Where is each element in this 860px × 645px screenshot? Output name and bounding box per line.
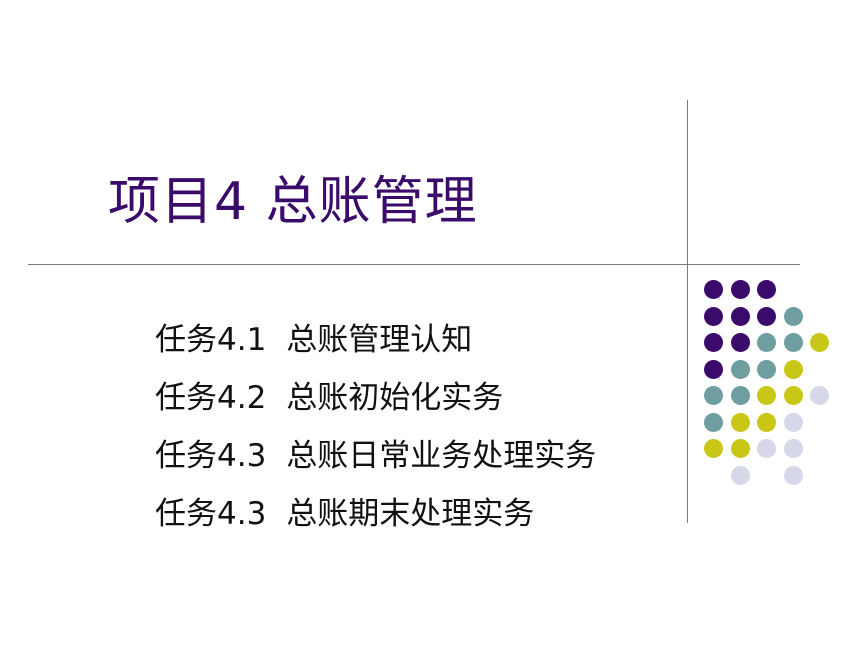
vertical-divider bbox=[687, 100, 688, 523]
task-item: 任务4.2 总账初始化实务 bbox=[155, 374, 596, 432]
decorative-dot bbox=[757, 306, 776, 326]
decorative-dot-grid bbox=[704, 280, 834, 490]
decorative-dot bbox=[704, 359, 723, 379]
decorative-dot bbox=[730, 280, 750, 299]
decorative-dot bbox=[783, 439, 803, 458]
slide-title: 项目4 总账管理 bbox=[108, 172, 478, 232]
task-name: 总账期末处理实务 bbox=[286, 496, 535, 532]
task-number: 任务4.1 bbox=[155, 322, 267, 358]
decorative-dot bbox=[783, 412, 803, 432]
task-item: 任务4.3 总账期末处理实务 bbox=[155, 490, 596, 548]
decorative-dot bbox=[757, 412, 776, 432]
task-name: 总账初始化实务 bbox=[286, 380, 504, 416]
decorative-dot bbox=[730, 359, 750, 379]
decorative-dot bbox=[730, 412, 750, 432]
decorative-dot bbox=[730, 306, 750, 326]
decorative-dot bbox=[730, 465, 750, 485]
decorative-dot bbox=[810, 333, 829, 352]
decorative-dot bbox=[757, 439, 776, 458]
decorative-dot bbox=[704, 280, 723, 299]
decorative-dot bbox=[704, 386, 723, 405]
decorative-dot bbox=[730, 333, 750, 352]
task-number: 任务4.3 bbox=[155, 438, 267, 474]
decorative-dot bbox=[783, 306, 803, 326]
task-number: 任务4.2 bbox=[155, 380, 267, 416]
horizontal-divider bbox=[28, 264, 800, 265]
decorative-dot bbox=[810, 386, 829, 405]
decorative-dot bbox=[757, 280, 776, 299]
decorative-dot bbox=[730, 386, 750, 405]
decorative-dot bbox=[783, 386, 803, 405]
decorative-dot bbox=[783, 333, 803, 352]
task-name: 总账日常业务处理实务 bbox=[286, 438, 597, 474]
decorative-dot bbox=[704, 412, 723, 432]
task-name: 总账管理认知 bbox=[286, 322, 473, 358]
decorative-dot bbox=[757, 359, 776, 379]
decorative-dot bbox=[730, 439, 750, 458]
task-number: 任务4.3 bbox=[155, 496, 267, 532]
decorative-dot bbox=[704, 306, 723, 326]
decorative-dot bbox=[783, 359, 803, 379]
task-item: 任务4.3 总账日常业务处理实务 bbox=[155, 432, 596, 490]
decorative-dot bbox=[783, 465, 803, 485]
decorative-dot bbox=[757, 333, 776, 352]
task-list: 任务4.1 总账管理认知 任务4.2 总账初始化实务 任务4.3 总账日常业务处理实务… bbox=[155, 316, 596, 548]
decorative-dot bbox=[757, 386, 776, 405]
decorative-dot bbox=[704, 333, 723, 352]
decorative-dot bbox=[704, 439, 723, 458]
task-item: 任务4.1 总账管理认知 bbox=[155, 316, 596, 374]
